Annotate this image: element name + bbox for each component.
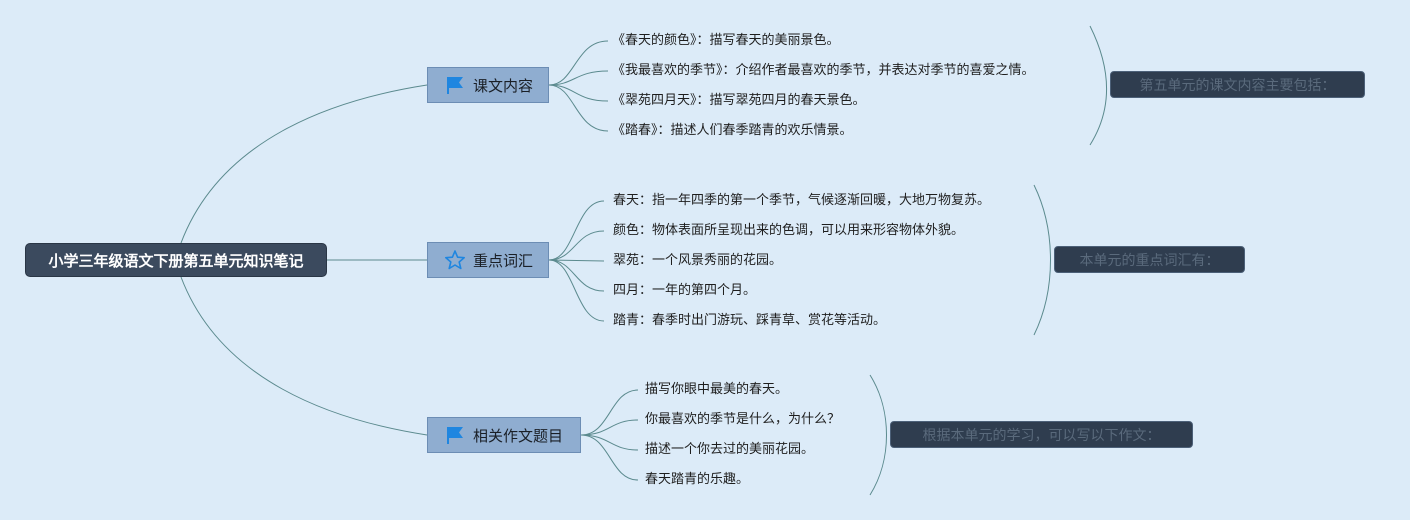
connector-root-branch-3 bbox=[180, 276, 428, 436]
leaf-item[interactable]: 春天：指一年四季的第一个季节，气候逐渐回暖，大地万物复苏。 bbox=[613, 193, 991, 208]
branch-label: 相关作文题目 bbox=[473, 426, 564, 445]
leaf-item[interactable]: 描写你眼中最美的春天。 bbox=[645, 382, 789, 397]
branch-1-leaf-connectors bbox=[548, 40, 609, 132]
flag-icon bbox=[444, 74, 466, 96]
leaf-item[interactable]: 四月：一年的第四个月。 bbox=[613, 283, 757, 298]
leaf-item[interactable]: 颜色：物体表面所呈现出来的色调，可以用来形容物体外貌。 bbox=[613, 223, 965, 238]
leaf-item[interactable]: 《翠苑四月天》：描写翠苑四月的春天景色。 bbox=[612, 93, 866, 108]
leaf-item[interactable]: 春天踏青的乐趣。 bbox=[645, 472, 750, 487]
branch-lesson-content[interactable]: 课文内容 bbox=[427, 67, 549, 103]
summary-composition-topics[interactable]: 根据本单元的学习，可以写以下作文： bbox=[890, 421, 1193, 448]
summary-key-vocabulary[interactable]: 本单元的重点词汇有： bbox=[1054, 246, 1245, 273]
leaf-item[interactable]: 翠苑：一个风景秀丽的花园。 bbox=[613, 253, 783, 268]
leaf-item[interactable]: 《我最喜欢的季节》：介绍作者最喜欢的季节，并表达对季节的喜爱之情。 bbox=[612, 63, 1035, 78]
root-label: 小学三年级语文下册第五单元知识笔记 bbox=[48, 251, 304, 270]
leaf-item[interactable]: 《春天的颜色》：描写春天的美丽景色。 bbox=[612, 33, 840, 48]
star-icon bbox=[444, 249, 466, 271]
connector-root-branch-1 bbox=[180, 84, 428, 244]
leaf-item[interactable]: 描述一个你去过的美丽花园。 bbox=[645, 442, 815, 457]
branch-composition-topics[interactable]: 相关作文题目 bbox=[427, 417, 581, 453]
branch-2-leaf-connectors bbox=[548, 200, 605, 322]
root-node[interactable]: 小学三年级语文下册第五单元知识笔记 bbox=[25, 243, 327, 277]
branch-key-vocabulary[interactable]: 重点词汇 bbox=[427, 242, 549, 278]
summary-lesson-content[interactable]: 第五单元的课文内容主要包括： bbox=[1110, 71, 1365, 98]
leaf-item[interactable]: 踏青：春季时出门游玩、踩青草、赏花等活动。 bbox=[613, 313, 887, 328]
flag-icon bbox=[444, 424, 466, 446]
leaf-item[interactable]: 你最喜欢的季节是什么，为什么？ bbox=[645, 412, 841, 427]
branch-3-leaf-connectors bbox=[580, 389, 639, 481]
leaf-item[interactable]: 《踏春》：描述人们春季踏青的欢乐情景。 bbox=[612, 123, 853, 138]
summary-brace-3 bbox=[869, 374, 887, 496]
summary-brace-1 bbox=[1089, 25, 1107, 146]
summary-brace-2 bbox=[1033, 184, 1051, 336]
branch-label: 重点词汇 bbox=[473, 251, 534, 270]
branch-label: 课文内容 bbox=[473, 76, 534, 95]
